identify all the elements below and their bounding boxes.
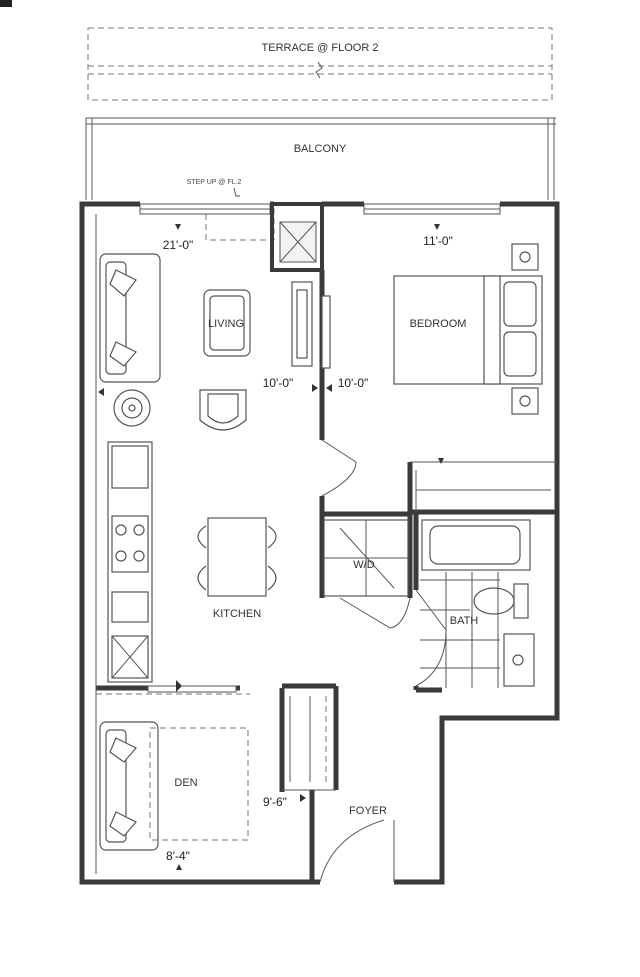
side-table	[113, 389, 151, 427]
den-label: DEN	[174, 777, 197, 789]
kitchen-counter	[107, 441, 153, 683]
foyer-closet	[289, 696, 327, 782]
toilet	[473, 583, 529, 619]
den-sliding-door	[96, 680, 250, 695]
tv-unit	[291, 281, 331, 369]
dining-table	[197, 517, 277, 597]
armchair	[199, 389, 247, 431]
exterior-walls	[79, 201, 560, 885]
mechanical-shaft	[279, 221, 317, 263]
step-up-label: STEP UP @ FL.2	[187, 179, 242, 186]
balcony-windows	[139, 203, 501, 215]
washer-dryer	[323, 519, 409, 597]
den-width-dim: 8'-4"	[166, 849, 190, 863]
corner-mark	[0, 0, 12, 7]
bath-tile-grid	[420, 572, 500, 688]
terrace-area	[87, 27, 553, 101]
nightstands	[511, 243, 539, 415]
bed	[393, 275, 543, 385]
living-width-dim: 21'-0"	[163, 238, 194, 252]
den-depth-dim: 9'-6"	[263, 795, 287, 809]
foyer-label: FOYER	[349, 805, 387, 817]
bedroom-width-dim: 11'-0"	[423, 234, 453, 248]
terrace-label: TERRACE @ FLOOR 2	[262, 42, 379, 54]
balcony-area	[85, 117, 556, 200]
bedroom-depth-dim: 10'-0"	[338, 376, 369, 390]
vanity	[503, 633, 535, 687]
living-sofa	[99, 253, 161, 383]
living-label: LIVING	[208, 318, 244, 330]
den-rug	[149, 727, 249, 841]
kitchen-label: KITCHEN	[213, 608, 261, 620]
bedroom-label: BEDROOM	[410, 318, 467, 330]
den-sofa	[99, 721, 159, 851]
bath-label: BATH	[450, 615, 479, 627]
dimension-markers	[98, 224, 444, 870]
balcony-label: BALCONY	[294, 143, 347, 155]
living-depth-dim: 10'-0"	[263, 376, 294, 390]
wd-label: W/D	[353, 559, 374, 571]
bathtub	[421, 519, 531, 571]
